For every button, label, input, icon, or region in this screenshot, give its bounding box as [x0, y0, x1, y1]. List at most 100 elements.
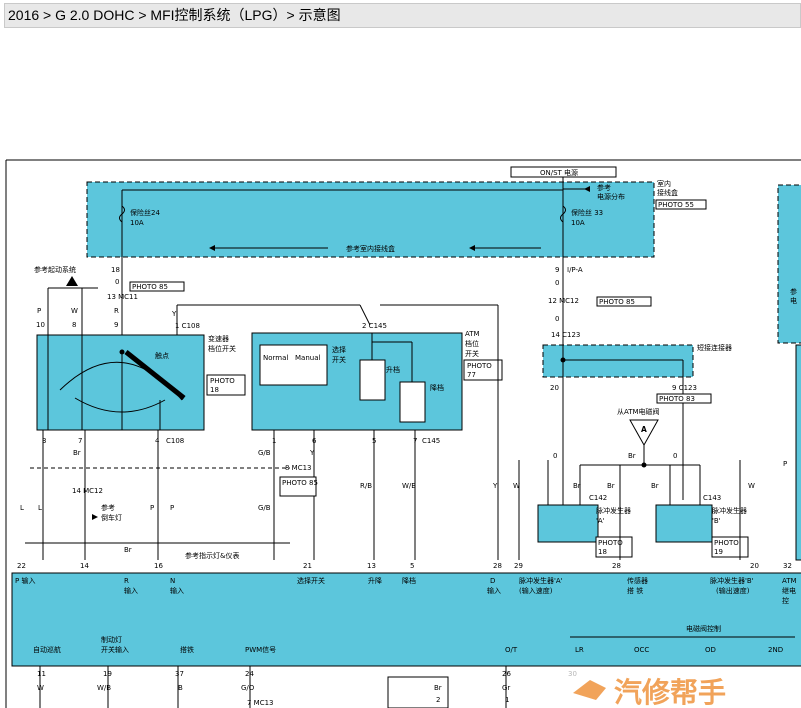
- photo55-box: [655, 199, 707, 210]
- pulse-gen-a-box: [537, 504, 599, 543]
- contact-label: 触点: [155, 351, 169, 360]
- photo55-label: PHOTO 55: [658, 201, 694, 209]
- indoor-junction-2: 接线盒: [657, 188, 678, 197]
- ecm-brake-1: 制动灯: [101, 635, 122, 644]
- pin-3: 3: [42, 437, 46, 445]
- c123a-label: 14 C123: [551, 331, 580, 339]
- mc12b-label: 14 MC12: [72, 487, 103, 495]
- ecm-pin: 32: [783, 562, 792, 570]
- ecm-p-input: P 输入: [15, 576, 35, 585]
- atm-title-2: 档位: [465, 339, 479, 348]
- wire-r-label: R: [114, 307, 119, 315]
- ecm-r-input-1: R: [124, 577, 129, 585]
- ecm-n-input-2: 输入: [170, 586, 184, 595]
- ecm-sensor-gnd-1: 传感器: [627, 576, 648, 585]
- pin10-label: 10: [36, 321, 45, 329]
- right-partial-box: [777, 184, 801, 344]
- pin-20-label: 20: [550, 384, 559, 392]
- photo77-num: 77: [467, 371, 476, 379]
- wire-y-atm-label: Y: [309, 449, 315, 457]
- bw-go: G/O: [241, 684, 255, 692]
- bw-br: Br: [434, 684, 442, 692]
- wire-y-right-label: Y: [492, 482, 498, 490]
- pulse-gen-b-box: [655, 504, 713, 543]
- c108-top-label: 1 C108: [175, 322, 200, 330]
- ecm-pin: 22: [17, 562, 26, 570]
- photo85c-box: [279, 476, 317, 497]
- ref-box-arrow-left-icon: [209, 245, 215, 251]
- ip-a-label: I/P-A: [567, 266, 583, 274]
- bw-gr: Gr: [502, 684, 510, 692]
- wire-br-valve: Br: [628, 452, 636, 460]
- valve-triangle-icon: [629, 419, 659, 447]
- wire-br-lower: Br: [124, 546, 132, 554]
- indoor-junction-1: 室内: [657, 179, 671, 188]
- wire-br-label: Br: [73, 449, 81, 457]
- ecm-ot: O/T: [505, 646, 518, 654]
- watermark-logo-icon: [573, 680, 606, 700]
- wire-w-right-label: W: [513, 482, 520, 490]
- bw-w: W: [37, 684, 44, 692]
- ecm-block: [11, 572, 801, 667]
- valve-node: [641, 462, 647, 468]
- mc13-label: 8 MC13: [285, 464, 312, 472]
- ref-box-arrow-right-icon: [469, 245, 475, 251]
- c145-bot-label: C145: [422, 437, 440, 445]
- c145-top-label: 2 C145: [362, 322, 387, 330]
- y-bus-down: [359, 304, 371, 326]
- ecm-downshift: 降档: [402, 576, 416, 585]
- ecm-select-switch: 选择开关: [297, 576, 325, 585]
- select-switch-2: 开关: [332, 355, 346, 364]
- ecm-ground: 搭铁: [180, 645, 194, 654]
- select-switch-1: 选择: [332, 345, 346, 354]
- right-edge-box: [795, 344, 801, 561]
- ref-indicator-label: 参考指示灯&仪表: [185, 551, 239, 560]
- wire-br-sg: Br: [607, 482, 615, 490]
- ecm-pulse-a-1: 脉冲发生器'A': [519, 576, 563, 585]
- pin8-label: 8: [72, 321, 76, 329]
- wire-p-lower-2: P: [170, 504, 174, 512]
- right-partial-1: 参: [790, 287, 797, 296]
- ecm-atm-ctrl-3: 控: [782, 596, 789, 605]
- ecm-pulse-b-1: 脉冲发生器'B': [710, 576, 754, 585]
- select-switch-box: [259, 344, 328, 386]
- ecm-pulse-b-2: (输出速度): [716, 586, 750, 595]
- trans-switch-2: 档位开关: [208, 344, 236, 353]
- ecm-atm-ctrl-1: ATM: [782, 577, 797, 585]
- pulse-a-2: 'A': [596, 517, 605, 525]
- ecm-d-input-1: D: [490, 577, 495, 585]
- short-node: [560, 357, 566, 363]
- photo83-label: PHOTO 83: [659, 395, 695, 403]
- short-connector-label: 短接连接器: [697, 343, 732, 352]
- reverse-arrow-icon: [92, 514, 98, 520]
- ecm-sensor-gnd-2: 搭 铁: [627, 586, 643, 595]
- ecm-brake-2: 开关输入: [101, 645, 129, 654]
- c108-bot-label: C108: [166, 437, 184, 445]
- wire-y-label: Y: [171, 310, 177, 318]
- photo77-box: [463, 359, 503, 381]
- indoor-junction-box: [86, 181, 655, 258]
- wire-p-right: P: [783, 460, 787, 468]
- upshift-box: [359, 359, 386, 401]
- photo85b-box: [596, 296, 652, 307]
- wire-gb-label: G/B: [258, 449, 271, 457]
- c142-label: C142: [589, 494, 607, 502]
- pin-9: 9: [555, 266, 559, 274]
- photo77-label: PHOTO: [467, 362, 492, 370]
- ref-power-dist-2: 电源分布: [597, 192, 625, 201]
- ecm-pin: 13: [367, 562, 376, 570]
- photo19-label: PHOTO: [714, 539, 739, 547]
- photo85a-box: [129, 281, 185, 292]
- ecm-occ: OCC: [634, 646, 649, 654]
- pulse-a-1: 脉冲发生器: [596, 506, 631, 515]
- photo18r-label: PHOTO: [598, 539, 623, 547]
- on-st-power-label: ON/ST 电源: [540, 168, 578, 177]
- photo83-box: [656, 393, 712, 404]
- ecm-cruise: 自动巡航: [33, 645, 61, 654]
- fuse33-label-2: 10A: [571, 219, 585, 227]
- wire-l-label: L: [20, 504, 24, 512]
- fuse24-label-2: 10A: [130, 219, 144, 227]
- ref-reverse-2: 倒车灯: [101, 513, 122, 522]
- photo18r-num: 18: [598, 548, 607, 556]
